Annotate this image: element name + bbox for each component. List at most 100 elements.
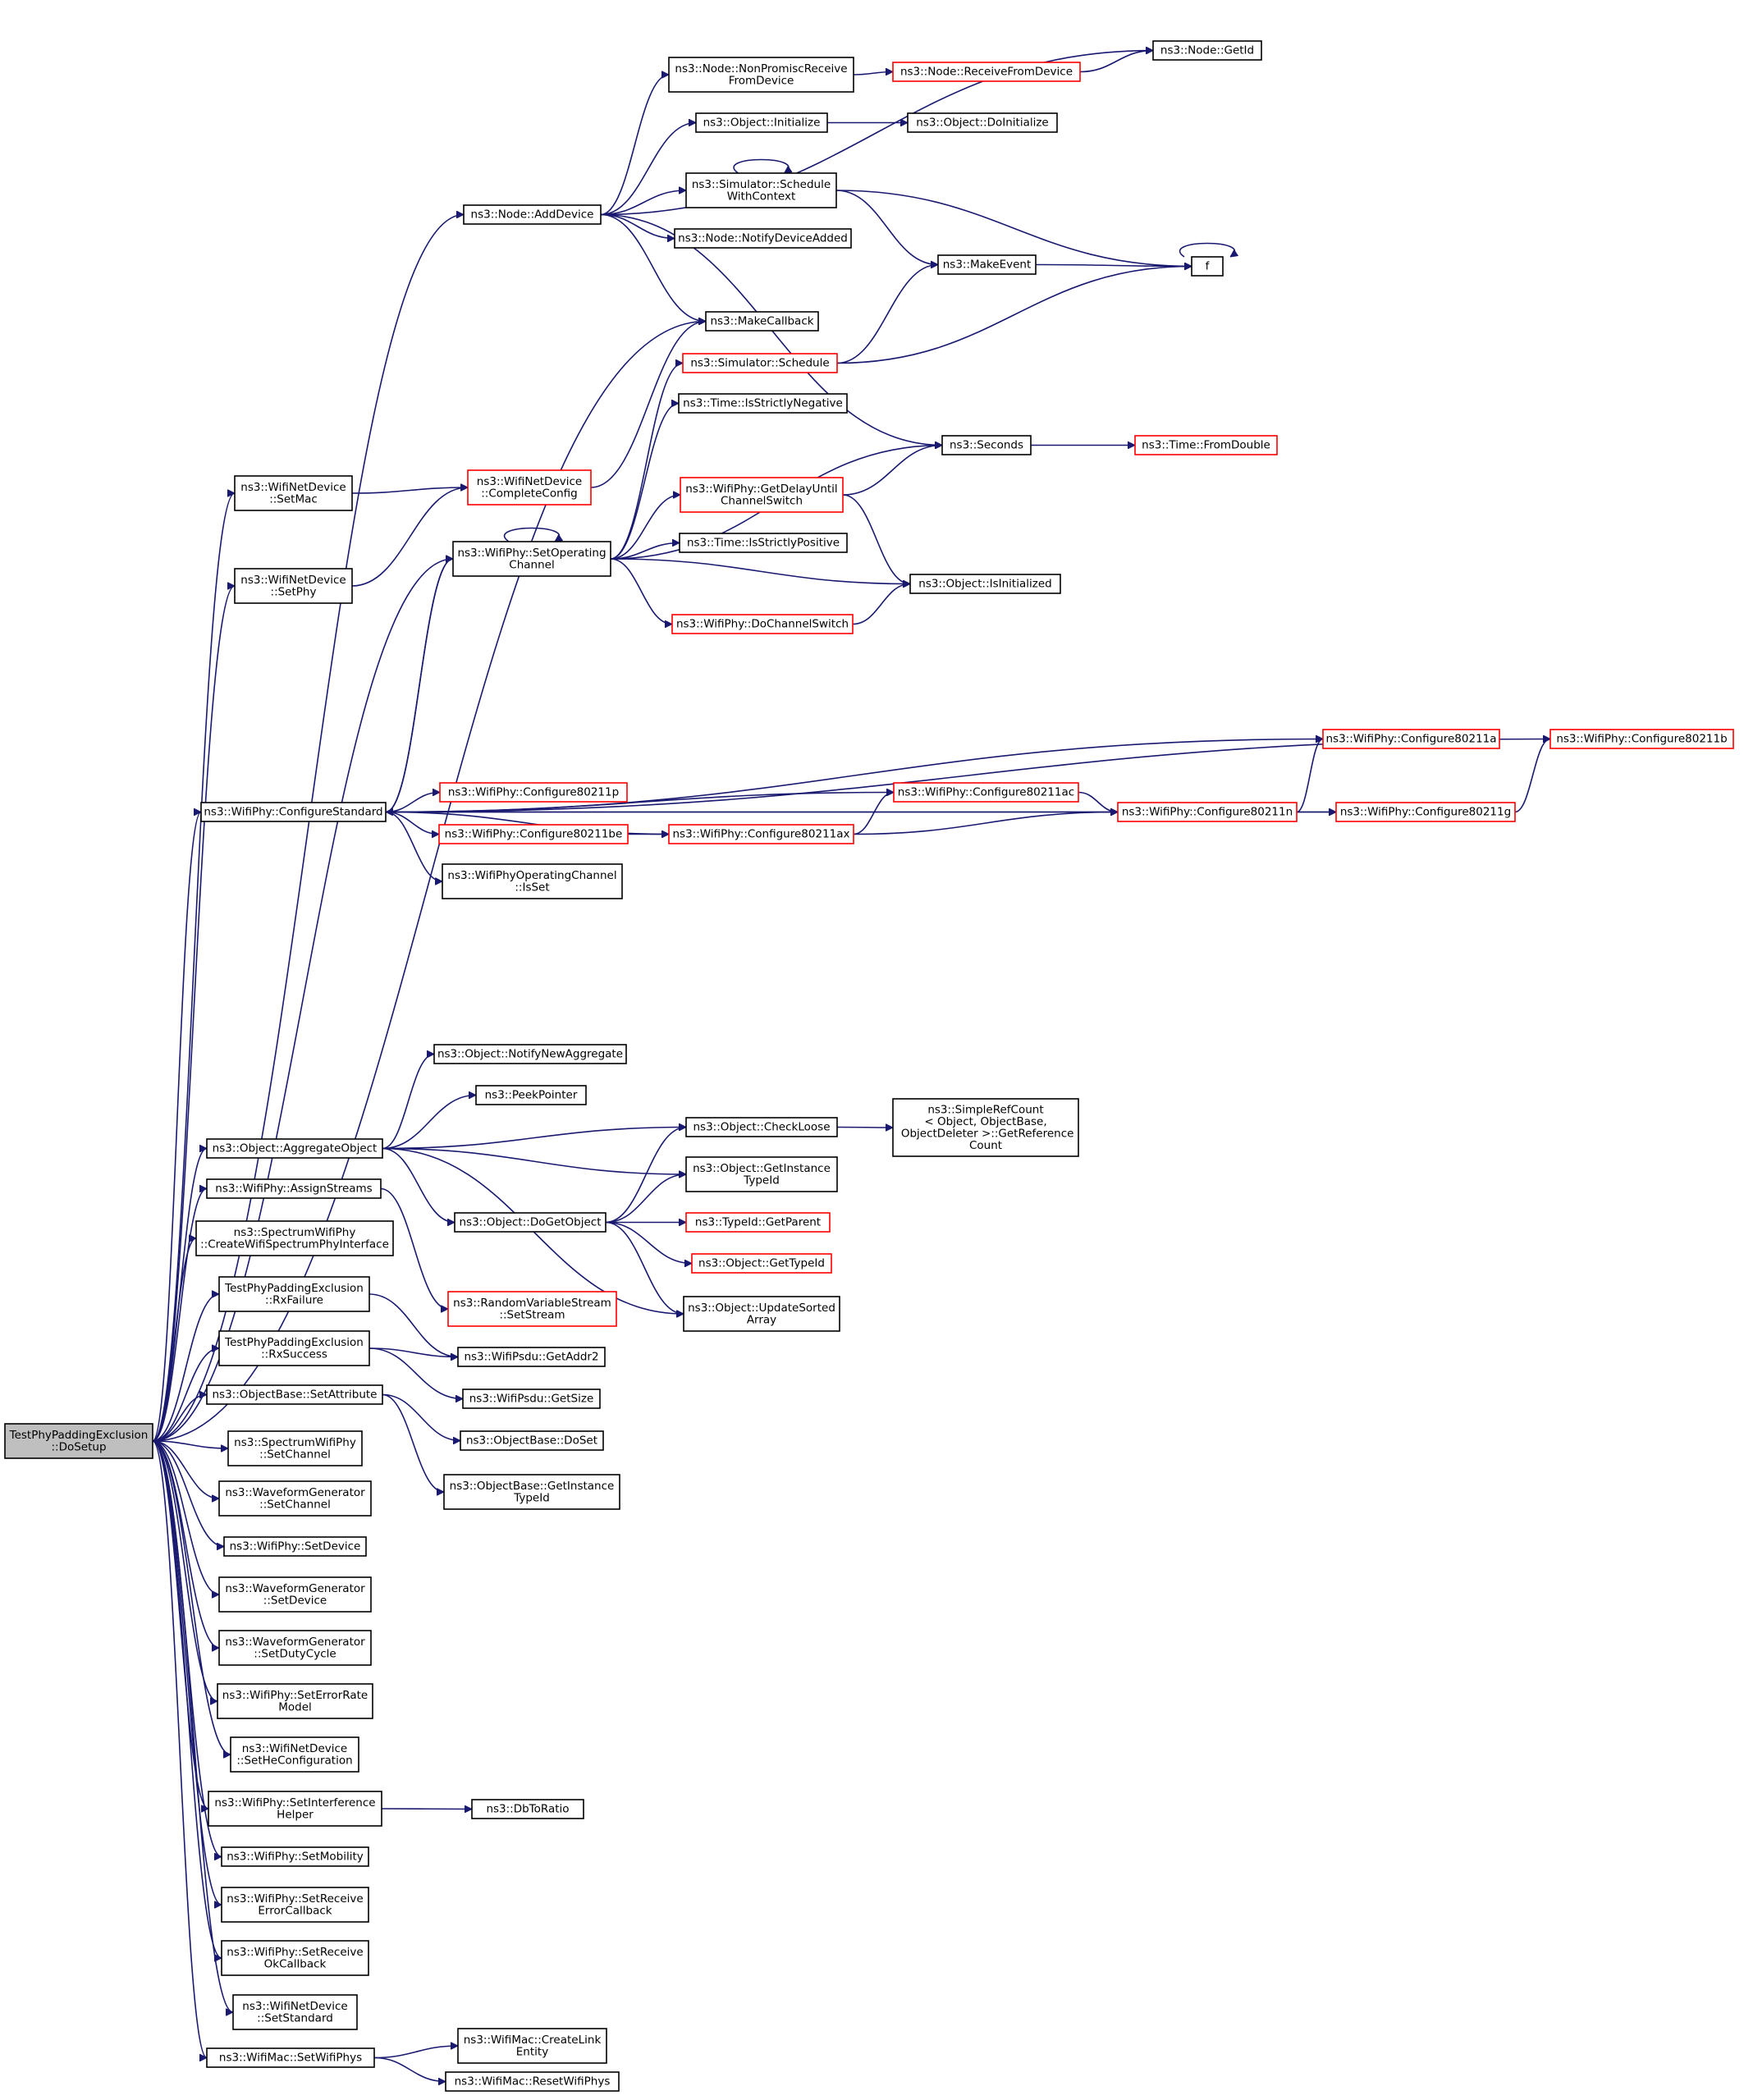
node-checkloose[interactable]: ns3::Object::CheckLoose [685, 1117, 838, 1137]
node-rxfailure[interactable]: TestPhyPaddingExclusion::RxFailure [218, 1276, 370, 1312]
node-getsize[interactable]: ns3::WifiPsdu::GetSize [462, 1389, 601, 1409]
node-label: ns3::Simulator::Schedule [690, 357, 829, 370]
node-peekpointer[interactable]: ns3::PeekPointer [475, 1085, 587, 1105]
node-opchannelisset[interactable]: ns3::WifiPhyOperatingChannel::IsSet [442, 863, 623, 899]
node-configurestandard[interactable]: ns3::WifiPhy::ConfigureStandard [200, 802, 387, 822]
node-completeconfig[interactable]: ns3::WifiNetDevice::CompleteConfig [467, 469, 592, 506]
node-makecallback[interactable]: ns3::MakeCallback [705, 311, 819, 332]
node-dochannelswitch[interactable]: ns3::WifiPhy::DoChannelSwitch [671, 614, 854, 634]
node-isstrictlypositive[interactable]: ns3::Time::IsStrictlyPositive [679, 533, 848, 553]
node-spectrumsetchannel[interactable]: ns3::SpectrumWifiPhy::SetChannel [227, 1430, 363, 1466]
node-label: f [1206, 260, 1211, 273]
edge-f-to-f [1179, 242, 1235, 258]
node-label-line: ns3::WifiPhy::SetOperating [457, 547, 606, 560]
node-setwifiphys[interactable]: ns3::WifiMac::SetWifiPhys [206, 2047, 375, 2068]
node-rxsuccess[interactable]: TestPhyPaddingExclusion::RxSuccess [218, 1330, 370, 1366]
node-notifynewaggregate[interactable]: ns3::Object::NotifyNewAggregate [433, 1044, 627, 1064]
node-getreferencecount[interactable]: ns3::SimpleRefCount< Object, ObjectBase,… [892, 1098, 1079, 1157]
edge-root-to-assignstreams [152, 1189, 208, 1442]
node-configure80211b[interactable]: ns3::WifiPhy::Configure80211b [1549, 729, 1734, 749]
node-notifydeviceadded[interactable]: ns3::Node::NotifyDeviceAdded [674, 228, 852, 249]
node-fromdouble[interactable]: ns3::Time::FromDouble [1134, 435, 1278, 455]
node-assignstreams[interactable]: ns3::WifiPhy::AssignStreams [206, 1178, 382, 1199]
node-setattribute[interactable]: ns3::ObjectBase::SetAttribute [206, 1384, 383, 1405]
node-configure80211g[interactable]: ns3::WifiPhy::Configure80211g [1335, 802, 1516, 822]
node-configure80211a[interactable]: ns3::WifiPhy::Configure80211a [1322, 729, 1500, 749]
node-setmac[interactable]: ns3::WifiNetDevice::SetMac [234, 475, 353, 511]
node-setheconfiguration[interactable]: ns3::WifiNetDevice::SetHeConfiguration [230, 1736, 359, 1773]
node-setphy[interactable]: ns3::WifiNetDevice::SetPhy [234, 568, 353, 604]
edge-configure80211ax-to-configure80211n [853, 812, 1118, 835]
node-label: ns3::WaveformGenerator::SetChannel [225, 1486, 365, 1512]
edge-root-to-spectrumsetchannel [152, 1440, 228, 1448]
node-label: ns3::Object::NotifyNewAggregate [437, 1048, 623, 1061]
edge-dogetobject-to-getinstancetypeid [605, 1174, 686, 1224]
node-getaddr2[interactable]: ns3::WifiPsdu::GetAddr2 [457, 1347, 606, 1367]
node-wgsetchannel[interactable]: ns3::WaveformGenerator::SetChannel [218, 1480, 372, 1517]
node-doinitialize[interactable]: ns3::Object::DoInitialize [907, 112, 1058, 133]
node-configure80211be[interactable]: ns3::WifiPhy::Configure80211be [438, 824, 629, 844]
node-createwifispectrum[interactable]: ns3::SpectrumWifiPhy::CreateWifiSpectrum… [195, 1220, 394, 1256]
node-f[interactable]: f [1191, 256, 1224, 277]
node-physetdevice[interactable]: ns3::WifiPhy::SetDevice [223, 1536, 367, 1557]
node-box [893, 782, 1079, 803]
node-label-line: ns3::Node::NonPromiscReceive [675, 62, 847, 75]
edge-setoperating-to-dochannelswitch [610, 558, 673, 625]
node-wgsetdutycycle[interactable]: ns3::WaveformGenerator::SetDutyCycle [218, 1630, 372, 1666]
node-dbtoratio[interactable]: ns3::DbToRatio [471, 1799, 584, 1819]
node-label-line: ns3::MakeEvent [943, 258, 1032, 272]
node-gettypeid[interactable]: ns3::Object::GetTypeId [691, 1253, 832, 1274]
node-aggregateobject[interactable]: ns3::Object::AggregateObject [206, 1138, 383, 1159]
node-isinitialized[interactable]: ns3::Object::IsInitialized [909, 574, 1061, 594]
node-box [1152, 40, 1262, 61]
node-root[interactable]: TestPhyPaddingExclusion::DoSetup [4, 1423, 153, 1459]
node-box [679, 533, 848, 553]
node-simschedule[interactable]: ns3::Simulator::Schedule [682, 353, 838, 373]
node-isstrictlynegative[interactable]: ns3::Time::IsStrictlyNegative [678, 393, 848, 414]
node-configure80211ac[interactable]: ns3::WifiPhy::Configure80211ac [893, 782, 1079, 803]
node-makeevent[interactable]: ns3::MakeEvent [937, 254, 1037, 275]
edge-getdelayuntil-to-seconds [842, 446, 942, 496]
node-configure80211n[interactable]: ns3::WifiPhy::Configure80211n [1117, 802, 1298, 822]
node-adddevice[interactable]: ns3::Node::AddDevice [463, 204, 602, 225]
node-label-line: ns3::WifiPhy::Configure80211n [1122, 806, 1293, 819]
node-label-line: ns3::Node::AddDevice [471, 208, 594, 222]
node-box [674, 228, 852, 249]
node-configure80211p[interactable]: ns3::WifiPhy::Configure80211p [439, 782, 628, 803]
edge-root-to-wgsetchannel [152, 1440, 220, 1498]
node-setstandard[interactable]: ns3::WifiNetDevice::SetStandard [232, 1994, 358, 2030]
edge-setoperating-to-setoperating [503, 527, 560, 542]
node-setmobility[interactable]: ns3::WifiPhy::SetMobility [221, 1846, 369, 1867]
node-resetwifiphys[interactable]: ns3::WifiMac::ResetWifiPhys [445, 2071, 620, 2092]
node-doset[interactable]: ns3::ObjectBase::DoSet [460, 1430, 604, 1451]
node-box [668, 824, 854, 844]
node-setstream[interactable]: ns3::RandomVariableStream::SetStream [447, 1291, 617, 1327]
node-receivefromdevice[interactable]: ns3::Node::ReceiveFromDevice [892, 62, 1081, 82]
edge-dogetobject-to-updatesortedarray [605, 1221, 684, 1315]
node-label-line: ns3::Object::AggregateObject [213, 1142, 378, 1155]
node-label: ns3::SpectrumWifiPhy::CreateWifiSpectrum… [200, 1226, 389, 1251]
node-wgsetdevice[interactable]: ns3::WaveformGenerator::SetDevice [218, 1576, 372, 1613]
node-getid[interactable]: ns3::Node::GetId [1152, 40, 1262, 61]
node-seconds[interactable]: ns3::Seconds [941, 435, 1032, 455]
node-box [433, 1044, 627, 1064]
node-box [234, 568, 353, 604]
edge-schedulewithcontext-to-schedulewithcontext [733, 158, 789, 174]
node-label: TestPhyPaddingExclusion::DoSetup [9, 1429, 149, 1454]
node-getparent[interactable]: ns3::TypeId::GetParent [685, 1212, 831, 1233]
node-configure80211ax[interactable]: ns3::WifiPhy::Configure80211ax [668, 824, 854, 844]
node-objinitialize[interactable]: ns3::Object::Initialize [695, 112, 828, 133]
node-dogetobject[interactable]: ns3::Object::DoGetObject [454, 1212, 607, 1233]
